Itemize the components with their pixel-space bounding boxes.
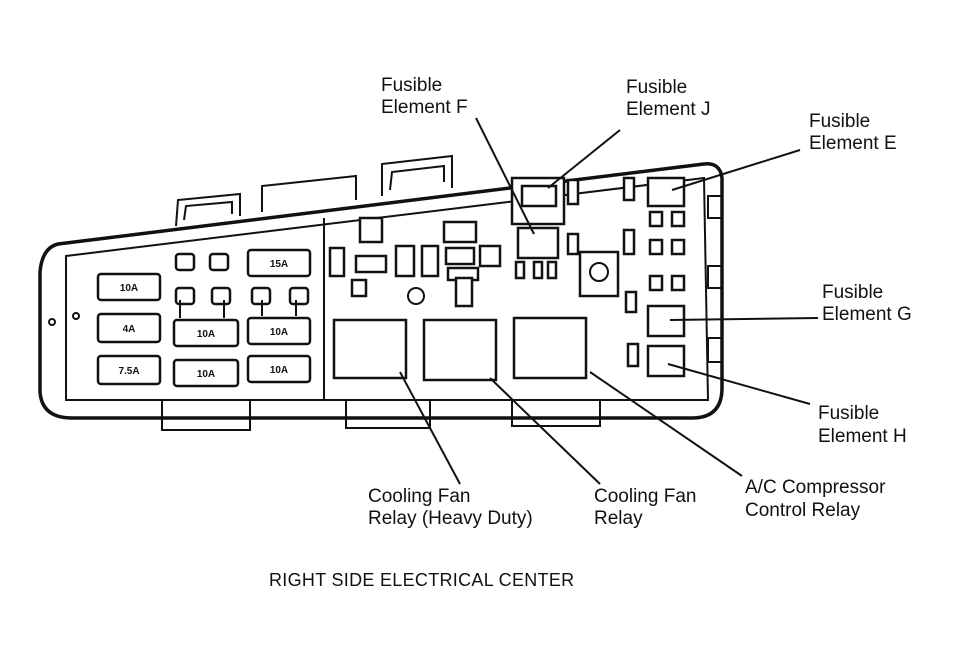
fuse-3 — [96, 354, 162, 386]
label-cooling-fan-hd-1: Cooling Fan — [368, 486, 470, 507]
relay-section — [328, 176, 686, 382]
relay-ac — [512, 316, 588, 380]
label-cooling-fan-1: Cooling Fan — [594, 486, 696, 507]
label-fusible-h-1: Fusible — [818, 403, 879, 424]
label-fusible-j-2: Element J — [626, 99, 710, 120]
callouts: Fusible Element F Fusible Element J Fusi… — [368, 75, 912, 529]
fuse-5-label: 10A — [197, 329, 215, 340]
fuse-2-label: 4A — [123, 324, 136, 335]
fuse-4 — [246, 248, 312, 278]
label-cooling-fan-hd-2: Relay (Heavy Duty) — [368, 508, 533, 529]
fuse-1 — [96, 272, 162, 302]
label-ac-relay-2: Control Relay — [745, 500, 861, 521]
fuse-5 — [172, 318, 240, 348]
fuse-3-label: 7.5A — [118, 366, 139, 377]
fuse-4-label: 15A — [270, 259, 288, 270]
fuse-8 — [246, 354, 312, 384]
diagram-caption: RIGHT SIDE ELECTRICAL CENTER — [269, 570, 574, 590]
relay-fan — [422, 318, 498, 382]
housing — [38, 154, 724, 431]
fuse-6 — [246, 316, 312, 346]
label-fusible-j-1: Fusible — [626, 77, 687, 98]
label-fusible-e-2: Element E — [809, 133, 897, 154]
fuse-6-label: 10A — [270, 327, 288, 338]
fuse-block: 10A 4A 7.5A 15A 10A 10A 10A 10A — [96, 248, 312, 388]
label-fusible-g-2: Element G — [822, 304, 912, 325]
label-cooling-fan-2: Relay — [594, 508, 643, 529]
fuse-8-label: 10A — [270, 365, 288, 376]
fuse-2 — [96, 312, 162, 344]
label-fusible-f-1: Fusible — [381, 75, 442, 96]
label-fusible-e-1: Fusible — [809, 111, 870, 132]
fuse-7 — [172, 358, 240, 388]
label-fusible-h-2: Element H — [818, 426, 907, 447]
leader-lines — [399, 117, 819, 485]
label-ac-relay-1: A/C Compressor — [745, 477, 886, 498]
label-fusible-g-1: Fusible — [822, 282, 883, 303]
relay-hd — [332, 318, 408, 380]
fuse-7-label: 10A — [197, 369, 215, 380]
label-fusible-f-2: Element F — [381, 97, 468, 118]
fuse-1-label: 10A — [120, 283, 138, 294]
